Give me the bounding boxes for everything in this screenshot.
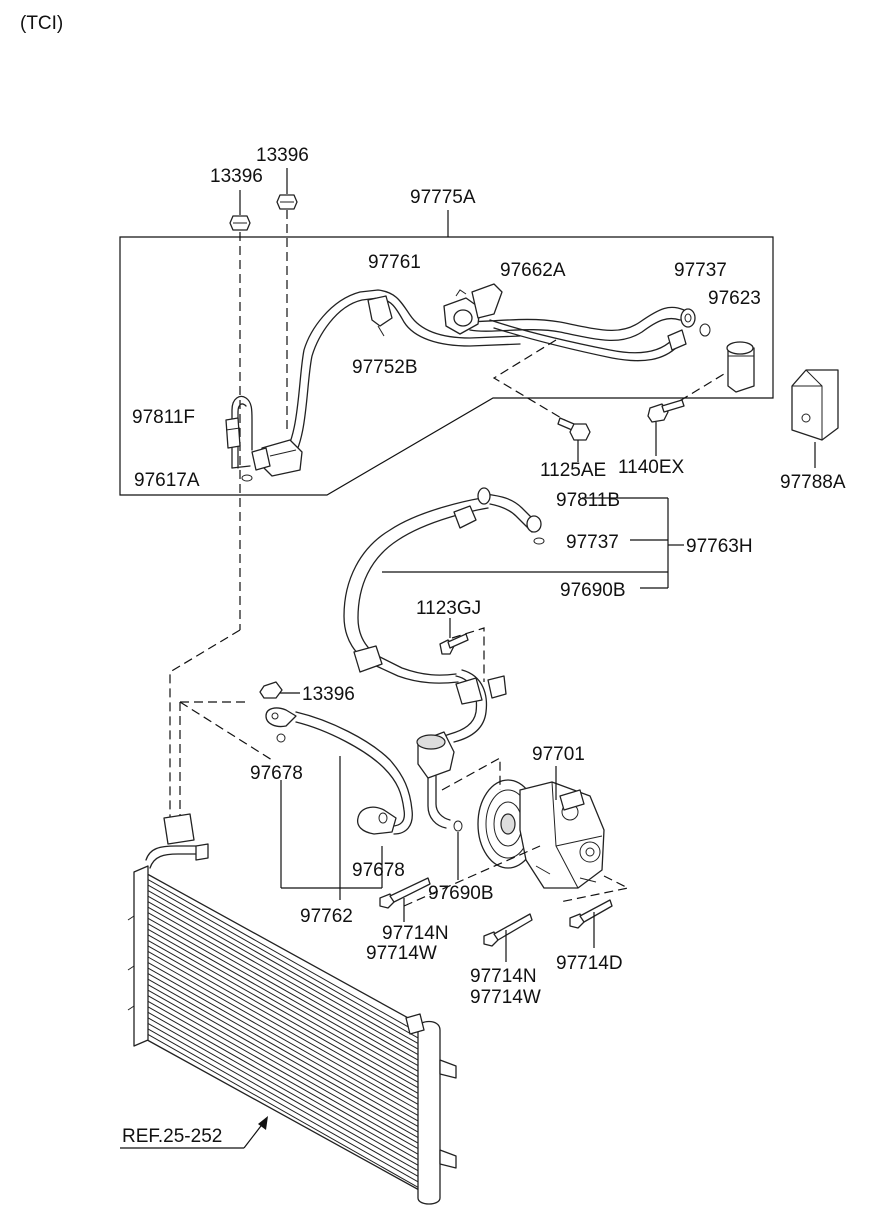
condenser-fin: [147, 928, 421, 1084]
label-ref: REF.25-252: [122, 1126, 222, 1147]
condenser-fin: [147, 912, 421, 1068]
condenser-fin: [147, 1006, 421, 1162]
condenser-fin: [147, 984, 421, 1140]
condenser-fin: [147, 884, 421, 1040]
bolt-1123GJ: [439, 633, 469, 655]
pipe-97811F: [225, 395, 253, 469]
bolt-1125AE: [557, 417, 591, 462]
label-97811F: 97811F: [132, 407, 195, 428]
label-97737-mid: 97737: [566, 532, 619, 553]
label-97662A: 97662A: [500, 260, 566, 281]
label-97714D: 97714D: [556, 953, 623, 974]
condenser-fin: [147, 934, 421, 1090]
expansion-valve-97623: [726, 341, 755, 393]
label-1123GJ: 1123GJ: [416, 598, 481, 619]
condenser-fin: [147, 973, 421, 1129]
label-97811B: 97811B: [556, 490, 620, 511]
label-97714N-lower: 97714N: [470, 966, 537, 987]
condenser-fin: [147, 995, 421, 1151]
label-97761: 97761: [368, 252, 421, 273]
cover-97788A: [791, 369, 839, 468]
label-97775A: 97775A: [410, 187, 476, 208]
label-97788A: 97788A: [780, 472, 846, 493]
label-97678-right: 97678: [352, 860, 405, 881]
bolt-97714D: [569, 899, 613, 948]
label-97714W-upper: 97714W: [366, 943, 437, 964]
assembly-box-97775A: [119, 236, 774, 496]
condenser-fin: [147, 906, 421, 1062]
condenser-fin: [147, 923, 421, 1079]
condenser-fin: [147, 1034, 421, 1189]
label-13396-mid: 13396: [302, 684, 355, 705]
condenser-fin: [147, 1022, 421, 1178]
label-97763H: 97763H: [686, 536, 753, 557]
bolt-1140EX: [647, 399, 685, 456]
condenser-fin: [147, 1000, 421, 1156]
label-97690B-top: 97690B: [560, 580, 626, 601]
condenser-fin: [147, 967, 421, 1123]
o-ring-97737-mid: [533, 537, 545, 545]
condenser-fin: [147, 962, 421, 1117]
condenser-fin: [147, 951, 421, 1106]
label-97678-left: 97678: [250, 763, 303, 784]
label-97737-top: 97737: [674, 260, 727, 281]
condenser-fin: [147, 1028, 421, 1184]
condenser-fin: [147, 956, 421, 1112]
o-ring-97690B: [453, 820, 463, 832]
o-ring-97617A: [241, 474, 253, 482]
tube-97662A: [443, 283, 696, 362]
condenser-fin: [147, 1017, 421, 1173]
label-97752B: 97752B: [352, 357, 418, 378]
label-97714W-lower: 97714W: [470, 987, 541, 1008]
label-1125AE: 1125AE: [540, 460, 606, 481]
o-ring-97737-top: [699, 323, 711, 337]
bolt-97714N-lower: [483, 913, 533, 962]
condenser-fin: [147, 901, 421, 1057]
condenser-fin: [147, 978, 421, 1134]
label-13396-top-right: 13396: [256, 145, 309, 166]
o-ring-97678-left: [276, 733, 286, 743]
condenser: [127, 813, 457, 1205]
label-97714N-upper: 97714N: [382, 923, 449, 944]
nut-13396-right: [276, 194, 298, 210]
label-1140EX: 1140EX: [618, 457, 685, 478]
label-97623: 97623: [708, 288, 761, 309]
nut-13396-left: [229, 215, 251, 231]
hose-97761: [251, 289, 521, 477]
hose-97763H: [343, 487, 542, 829]
condenser-fin: [147, 895, 421, 1051]
o-ring-97678-right: [378, 812, 388, 824]
bolt-97714N-upper: [379, 877, 431, 922]
condenser-fin: [147, 989, 421, 1145]
condenser-fin: [147, 890, 421, 1046]
condenser-fin: [147, 1011, 421, 1167]
condenser-fin: [147, 939, 421, 1095]
condenser-fin: [147, 945, 421, 1101]
label-97762: 97762: [300, 906, 353, 927]
variant-label: (TCI): [20, 13, 63, 34]
label-97690B-bottom: 97690B: [428, 883, 494, 904]
label-13396-top-left: 13396: [210, 166, 263, 187]
label-97701: 97701: [532, 744, 585, 765]
condenser-fin: [147, 879, 421, 1034]
compressor-97701: [477, 779, 605, 889]
condenser-fin: [147, 917, 421, 1073]
label-97617A: 97617A: [134, 470, 200, 491]
pipe-97762: [259, 681, 413, 835]
